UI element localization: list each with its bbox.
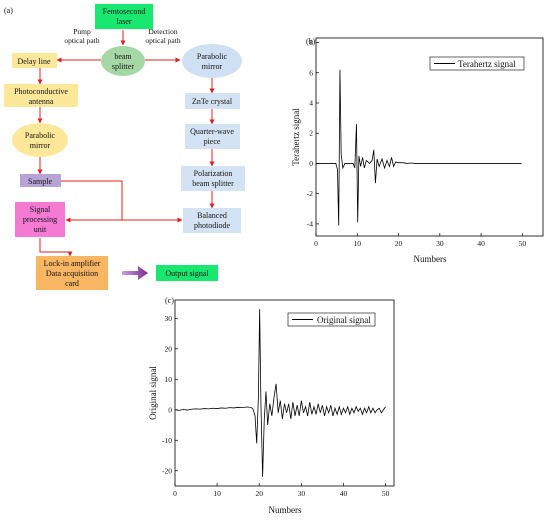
original-y-tick-label: 20: [165, 344, 173, 353]
parabolic-mirror-left-label-2: mirror: [30, 141, 51, 150]
original-y-tick-label: -20: [162, 466, 172, 475]
terahertz-x-tick-label: 50: [519, 239, 527, 248]
femtosecond-laser-box: [95, 4, 153, 29]
parabolic-mirror-left-label-1: Parabolic: [25, 131, 56, 140]
signal-processing-unit-box: [15, 202, 65, 237]
parabolic-mirror-right-label-1: Parabolic: [197, 52, 228, 61]
terahertz-x-tick-label: 10: [354, 239, 362, 248]
parabolic-mirror-right-label-2: mirror: [202, 62, 223, 71]
panel-label-b: (b): [306, 37, 316, 46]
original-signal-line: [174, 309, 386, 477]
terahertz-x-tick-label: 40: [477, 239, 485, 248]
terahertz-chart: (b) 0 10 20 30 40 50 -4 -2 0 2 4 6 8 Numbers Teraher…: [291, 37, 544, 264]
terahertz-y-tick-label: -2: [307, 189, 313, 198]
polarization-beam-splitter-box: [181, 166, 245, 191]
parabolic-mirror-right-node: [182, 44, 242, 78]
original-y-tick-label: 10: [165, 375, 173, 384]
original-x-tick-label: 30: [298, 489, 306, 498]
beam-splitter-node: [101, 46, 145, 76]
terahertz-y-tick-label: 8: [309, 38, 313, 47]
panel-label-a: (a): [4, 6, 13, 15]
output-signal-label: Output signal: [165, 269, 209, 278]
terahertz-x-tick-label: 0: [314, 239, 318, 248]
original-legend-box: [287, 312, 376, 327]
original-signal-chart: (c) 0 10 20 30 40 50 -20 -10 0 10 20 30 Numbers Ori…: [148, 296, 395, 515]
terahertz-ticks: 0 10 20 30 40 50 -4 -2 0 2 4 6 8: [307, 38, 527, 248]
setup-diagram: (a) Femtosecond laser beam splitter P: [4, 4, 245, 290]
lock-in-amplifier-label-1: Lock-in amplifier: [44, 259, 101, 268]
femtosecond-laser-label-1: Femtosecond: [103, 7, 146, 16]
balanced-photodiode-label-1: Balanced: [197, 211, 227, 220]
delay-line-box: [12, 53, 57, 68]
quarter-wave-box: [185, 124, 240, 149]
terahertz-x-tick-label: 30: [436, 239, 444, 248]
output-signal-box: [156, 265, 218, 281]
photoconductive-antenna-label-2: antenna: [29, 97, 54, 106]
signal-processing-unit-label-1: Signal: [30, 205, 51, 214]
lock-in-amplifier-label-3: card: [65, 279, 79, 288]
delay-line-label: Delay line: [17, 57, 51, 66]
terahertz-signal-line: [316, 69, 522, 226]
original-x-tick-label: 40: [340, 489, 348, 498]
balanced-photodiode-box: [183, 208, 241, 233]
photoconductive-antenna-label-1: Photoconductive: [14, 87, 68, 96]
terahertz-y-tick-label: 2: [309, 129, 313, 138]
panel-label-c: (c): [165, 296, 174, 305]
lock-in-amplifier-box: [36, 256, 108, 290]
detection-path-label-1: Detection: [148, 27, 177, 36]
parabolic-mirror-left-node: [12, 123, 68, 157]
original-y-axis-label: Original signal: [148, 366, 158, 420]
output-arrow: [122, 266, 148, 280]
polarization-beam-splitter-label-1: Polarization: [194, 169, 233, 178]
detection-path-label-2: optical path: [145, 36, 180, 45]
femtosecond-laser-label-2: laser: [116, 17, 131, 26]
beam-splitter-label-2: splitter: [112, 62, 135, 71]
original-y-tick-label: -10: [162, 436, 172, 445]
sample-label: Sample: [28, 177, 52, 186]
arrow-unit-to-lockin: [39, 238, 73, 257]
terahertz-plot-frame: [315, 37, 544, 237]
terahertz-y-tick-label: -4: [307, 219, 313, 228]
terahertz-legend-box: [429, 56, 525, 71]
connection-arrows: [37, 30, 215, 257]
terahertz-legend-label: Terahertz signal: [458, 59, 516, 69]
original-plot-frame: [174, 299, 395, 487]
lock-in-amplifier-label-2: Data acquisition: [46, 269, 98, 278]
polarization-beam-splitter-label-2: beam splitter: [192, 179, 234, 188]
sample-box: [20, 174, 61, 187]
pump-path-label-2: optical path: [64, 36, 99, 45]
original-x-axis-label: Numbers: [269, 505, 302, 515]
signal-processing-unit-label-2: processing: [23, 215, 57, 224]
arrow-sample-line: [61, 180, 123, 220]
original-x-tick-label: 20: [255, 489, 263, 498]
znte-crystal-label: ZnTe crystal: [192, 97, 233, 106]
original-y-tick-label: 0: [168, 405, 172, 414]
znte-crystal-box: [185, 93, 240, 109]
pump-path-label-1: Pump: [73, 27, 91, 36]
terahertz-y-axis-label: Terahertz signal: [291, 108, 301, 166]
terahertz-y-tick-label: 6: [309, 68, 313, 77]
terahertz-y-tick-label: 4: [309, 98, 313, 107]
original-x-tick-label: 10: [213, 489, 221, 498]
original-ticks: 0 10 20 30 40 50 -20 -10 0 10 20 30: [162, 314, 390, 498]
original-x-tick-label: 50: [382, 489, 390, 498]
beam-splitter-label-1: beam: [114, 52, 132, 61]
balanced-photodiode-label-2: photodiode: [194, 221, 230, 230]
original-x-tick-label: 0: [173, 489, 177, 498]
original-legend-label: Original signal: [317, 315, 371, 325]
photoconductive-antenna-box: [4, 84, 78, 107]
terahertz-x-axis-label: Numbers: [414, 254, 447, 264]
terahertz-y-tick-label: 0: [309, 159, 313, 168]
quarter-wave-label-1: Quarter-wave: [190, 127, 234, 136]
quarter-wave-label-2: piece: [204, 137, 221, 146]
original-y-tick-label: 30: [165, 314, 173, 323]
terahertz-x-tick-label: 20: [395, 239, 403, 248]
signal-processing-unit-label-3: unit: [34, 225, 47, 234]
